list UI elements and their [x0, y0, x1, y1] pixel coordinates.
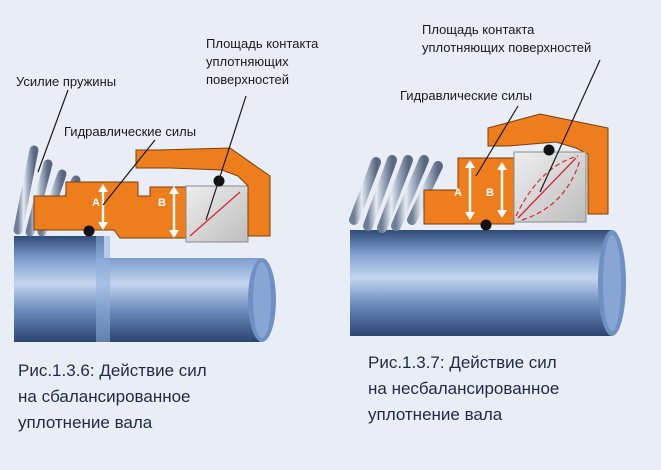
shaft	[350, 230, 626, 336]
caption-unbalanced: Рис.1.3.7: Действие сил на несбалансиров…	[368, 350, 559, 428]
spring-coil-icon	[349, 155, 443, 233]
contact-face-dashed	[515, 155, 579, 217]
hydraulic-forces-label: Гидравлические силы	[400, 88, 532, 103]
caption-line: Рис.1.3.7: Действие сил	[368, 353, 557, 372]
o-ring-icon	[480, 219, 492, 231]
caption-line: на сбалансированное	[18, 387, 191, 406]
contact-face-dashed	[521, 159, 581, 221]
contact-area-label-line2: уплотняющих	[206, 54, 289, 69]
force-arrow-icon	[465, 160, 507, 220]
contact-area-label-line1: Площадь контакта	[206, 36, 319, 51]
spring-force-label: Усилие пружины	[16, 74, 116, 89]
housing-gland	[487, 113, 609, 215]
stationary-seat	[185, 185, 249, 243]
force-b-label: B	[486, 187, 494, 199]
seal-ring	[33, 181, 187, 239]
force-arrow-icon	[98, 184, 179, 238]
contact-area-label-line1: Площадь контакта	[422, 22, 535, 37]
housing-gland	[135, 147, 271, 237]
contact-face	[189, 191, 241, 237]
caption-line: уплотнение вала	[368, 405, 503, 424]
contact-face	[517, 157, 577, 219]
caption-line: на несбалансированное	[368, 379, 560, 398]
hydraulic-forces-label: Гидравлические силы	[64, 124, 196, 139]
figure-balanced: A B Усилие пружины Гидравлические силы П…	[13, 36, 319, 342]
caption-line: Рис.1.3.6: Действие сил	[18, 361, 207, 380]
figure-unbalanced: A B Площадь контакта уплотняющих поверхн…	[349, 22, 626, 336]
shaft	[14, 236, 276, 342]
caption-balanced: Рис.1.3.6: Действие сил на сбалансирован…	[18, 358, 207, 436]
o-ring-icon	[83, 225, 95, 237]
force-a-label: A	[92, 197, 100, 209]
force-b-label: B	[158, 197, 166, 209]
contact-area-label-line3: поверхностей	[206, 72, 289, 87]
leader-lines	[37, 89, 247, 221]
o-ring-icon	[543, 144, 555, 156]
leader-lines	[475, 59, 601, 193]
contact-area-label-line2: уплотняющих поверхностей	[422, 40, 591, 55]
force-a-label: A	[454, 187, 462, 199]
caption-line: уплотнение вала	[18, 413, 153, 432]
